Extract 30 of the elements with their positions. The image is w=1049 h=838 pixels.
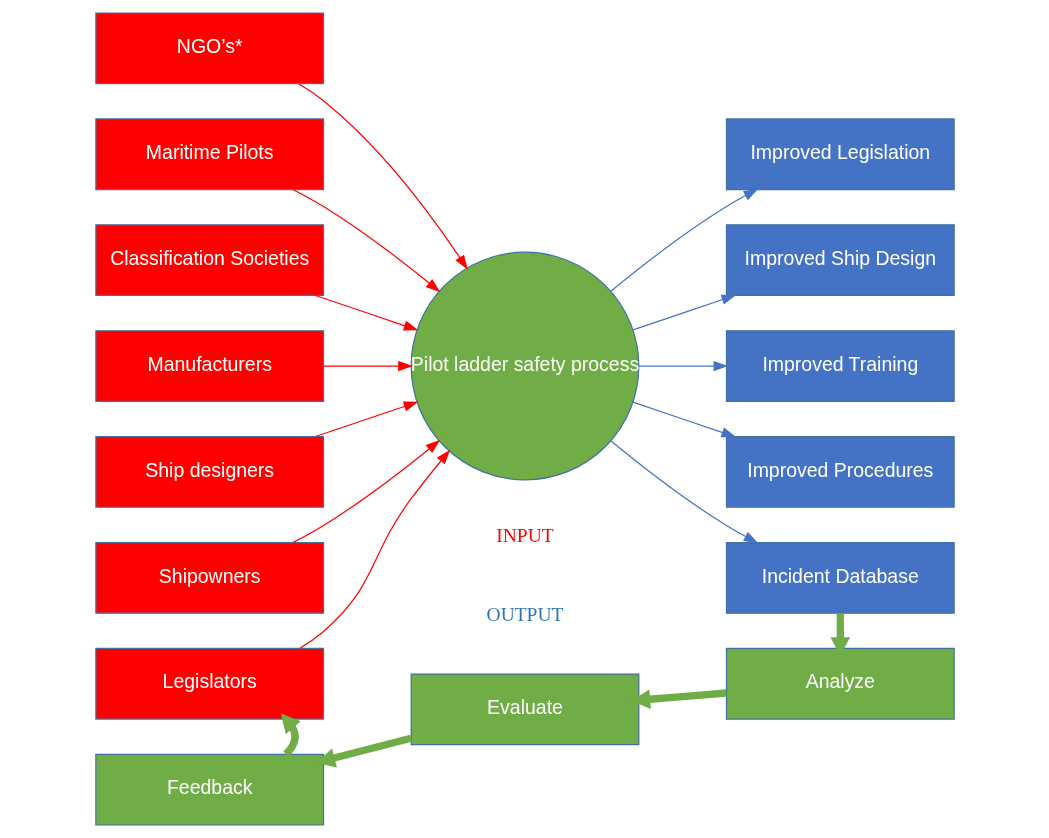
node-box: Improved Ship Design <box>725 224 955 297</box>
label: INPUT <box>495 525 554 547</box>
node-box: Improved Procedures <box>725 436 955 508</box>
arrow <box>292 189 440 293</box>
node-box: Ship designers <box>94 436 324 508</box>
arrow <box>638 360 728 372</box>
node-box: Legislators <box>94 647 324 720</box>
arrow <box>298 449 450 649</box>
arrow <box>631 401 736 438</box>
node-box: Analyze <box>725 647 955 720</box>
arrow <box>297 83 468 270</box>
arrow <box>314 401 418 438</box>
arrow <box>292 439 440 543</box>
node-box: Feedback <box>94 753 324 826</box>
node-box: Classification Societies <box>94 224 324 297</box>
arrow <box>610 440 758 544</box>
node-box: Improved Training <box>725 330 955 402</box>
arrow <box>610 188 758 292</box>
arrow <box>322 360 413 372</box>
arrow <box>280 713 301 757</box>
node-box: Improved Legislation <box>725 118 955 191</box>
node-box: Manufacturers <box>94 330 324 402</box>
node-box: Shipowners <box>94 541 324 614</box>
node-box: Evaluate <box>410 673 639 746</box>
arrow <box>314 294 418 331</box>
node-box: Incident Database <box>725 541 955 614</box>
arrow <box>631 294 736 331</box>
label: OUTPUT <box>486 604 563 626</box>
node-box: Maritime Pilots <box>94 118 324 191</box>
node-box: NGO’s* <box>94 12 324 85</box>
